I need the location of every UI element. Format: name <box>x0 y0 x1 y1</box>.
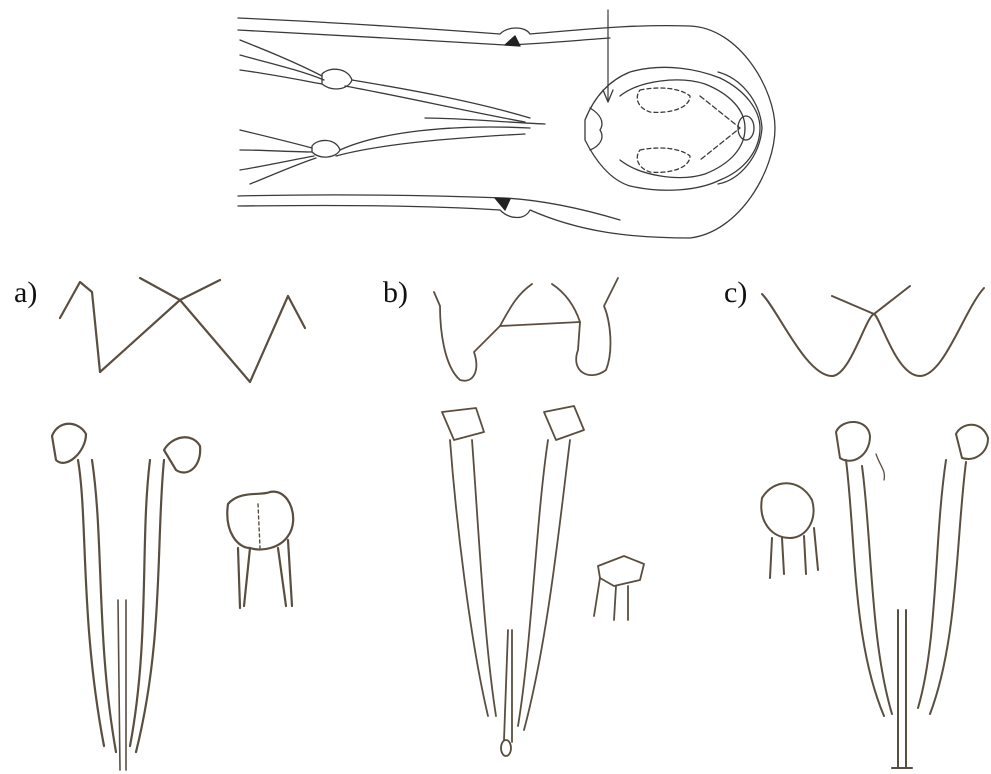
panel-a-corolla-right <box>180 280 305 382</box>
panel-b-corolla <box>434 278 618 381</box>
panel-c-anther-detail <box>761 483 813 538</box>
panel-c-anther-left <box>836 422 870 461</box>
panel-a-anther-right <box>164 437 200 472</box>
panel-b <box>434 278 644 756</box>
panel-b-anther-detail <box>598 556 644 586</box>
panel-b-anther-left <box>442 408 484 440</box>
flower-longitudinal-section <box>238 10 775 238</box>
panel-c <box>761 286 988 768</box>
panel-a <box>52 278 305 770</box>
panel-a-corolla-left <box>60 278 180 372</box>
panel-a-anther-left <box>52 424 86 463</box>
panel-b-anther-right <box>544 406 584 440</box>
panel-c-corolla <box>762 288 984 376</box>
panel-c-anther-right <box>956 425 988 459</box>
